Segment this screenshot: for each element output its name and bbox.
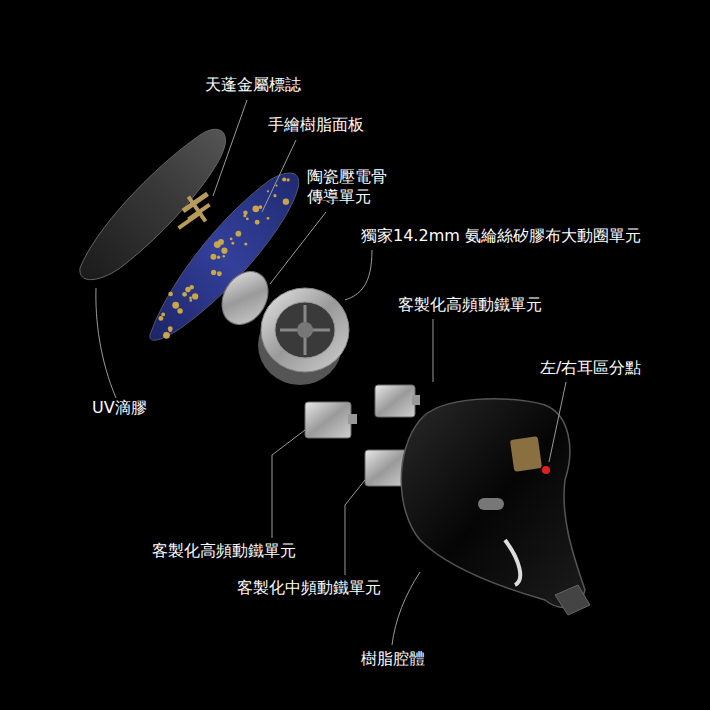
gold-flake (221, 248, 227, 254)
gold-flake (222, 255, 225, 258)
gold-flake (243, 210, 247, 214)
gold-flake (255, 220, 260, 225)
part-label: 手繪樹脂面板 (268, 115, 364, 135)
gold-flake (163, 332, 170, 339)
gold-flake (283, 199, 289, 205)
gold-flake (235, 231, 241, 237)
part-label: 左/右耳區分點 (540, 358, 641, 378)
resin-shell (401, 399, 590, 615)
part-label: 客製化高頻動鐵單元 (152, 541, 296, 561)
gold-flake (158, 316, 163, 321)
metal-logo (177, 192, 210, 230)
gold-flake (243, 214, 246, 217)
gold-flake (172, 302, 179, 309)
gold-flake (267, 190, 269, 192)
gold-flake (287, 178, 290, 181)
gold-flake (218, 239, 224, 245)
gold-flake (168, 326, 173, 331)
gold-flake (192, 293, 198, 299)
gold-flake (182, 292, 187, 297)
gold-flake (230, 238, 233, 241)
ba-driver (375, 385, 420, 417)
gold-flake (210, 254, 216, 260)
gold-flake (252, 205, 259, 212)
gold-flake (185, 287, 190, 292)
part-label: 客製化高頻動鐵單元 (398, 295, 542, 315)
gold-flake (282, 177, 286, 181)
gold-flake (273, 194, 276, 197)
part-label: UV滴膠 (92, 398, 147, 418)
dynamic-driver (258, 288, 349, 385)
gold-flake (267, 217, 270, 220)
gold-flake (244, 242, 247, 245)
gold-flake (275, 185, 277, 187)
gold-flake (217, 271, 222, 276)
gold-flake (246, 217, 249, 220)
gold-flake (169, 329, 172, 332)
gold-flake (217, 256, 220, 259)
gold-flake (211, 270, 216, 275)
part-label: 獨家14.2mm 氨綸絲矽膠布大動圈單元 (361, 226, 641, 246)
gold-flake (177, 308, 182, 313)
part-label: 天蓬金屬標誌 (205, 75, 301, 95)
leader-lines (96, 100, 566, 645)
ba-driver (305, 402, 357, 438)
gold-flake (161, 313, 165, 317)
gold-flake (189, 296, 192, 299)
gold-flake (168, 292, 173, 297)
gold-flake (189, 299, 192, 302)
gold-flake (231, 242, 234, 245)
part-label: 樹脂腔體 (361, 649, 425, 669)
part-label: 陶瓷壓電骨 傳導單元 (307, 167, 392, 207)
part-label: 客製化中頻動鐵單元 (237, 578, 381, 598)
